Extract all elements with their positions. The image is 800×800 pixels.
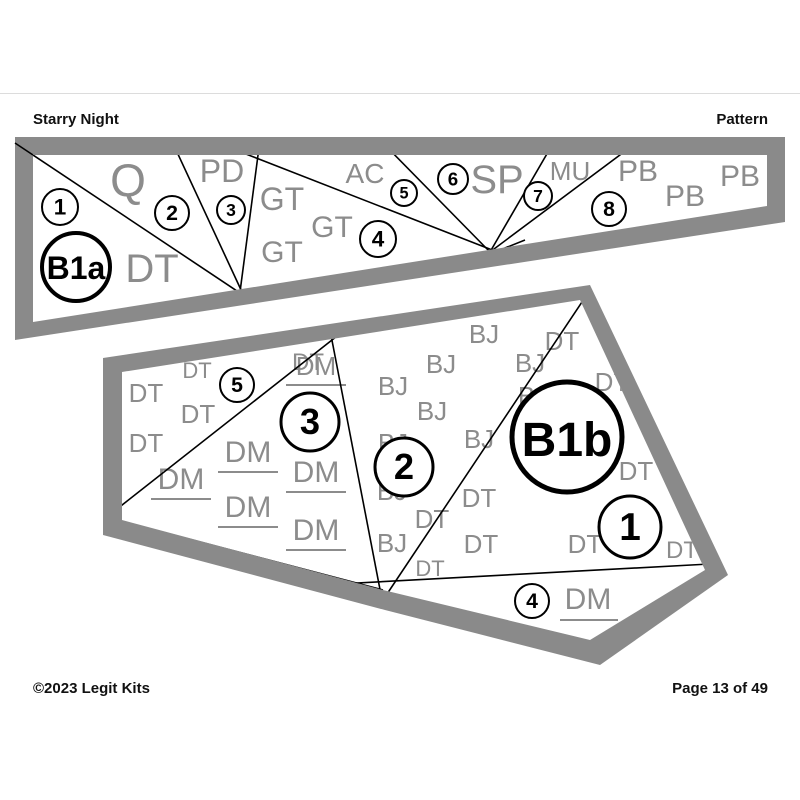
fabric-code: MU xyxy=(550,156,590,186)
fabric-code: BJ xyxy=(464,424,494,454)
page-number: Page 13 of 49 xyxy=(672,680,768,697)
section-b1b: DTDTDTDTDTDMDMDMDMDMDMBJBJBJBJBJBJBJBJBJ… xyxy=(103,285,728,665)
b1a-label: B1a xyxy=(47,250,106,286)
section-label: Pattern xyxy=(716,111,768,128)
fabric-code: SP xyxy=(470,158,523,202)
fabric-code: DM xyxy=(225,436,272,469)
fabric-code: PB xyxy=(665,180,705,213)
piece-number-circle xyxy=(373,436,435,498)
fabric-code: AC xyxy=(346,158,385,189)
piece-number-circle xyxy=(219,367,255,403)
piece-number-circle xyxy=(591,191,627,227)
piece-number: 8 xyxy=(603,197,615,221)
fabric-code: DT xyxy=(129,428,164,458)
b1a-template xyxy=(33,155,767,322)
piece-number: 2 xyxy=(166,201,178,225)
piece-number: 1 xyxy=(619,506,641,549)
piece-number-circle xyxy=(279,391,341,453)
piece-number: 2 xyxy=(394,446,414,487)
fabric-code: DM xyxy=(565,583,612,616)
piece-number: 5 xyxy=(231,373,243,397)
fabric-code: BJ xyxy=(378,371,408,401)
fabric-code: PB xyxy=(618,155,658,188)
fabric-code: DM xyxy=(158,463,205,496)
fabric-code: BJ xyxy=(515,348,545,378)
fabric-code: DM xyxy=(296,351,336,381)
fabric-code: DT xyxy=(181,399,216,429)
piece-number-circle xyxy=(514,583,550,619)
fabric-code: DT xyxy=(462,483,497,513)
piece-number: 5 xyxy=(399,184,408,202)
fabric-code: GT xyxy=(260,181,304,217)
piece-number: 1 xyxy=(54,195,67,220)
piece-number: 3 xyxy=(300,401,320,442)
fabric-code: DM xyxy=(293,514,340,547)
fabric-code: BJ xyxy=(377,528,407,558)
fabric-code: GT xyxy=(311,211,353,244)
fabric-code: PB xyxy=(720,160,760,193)
fabric-code: DM xyxy=(225,491,272,524)
top-rule xyxy=(0,93,800,94)
page-title: Starry Night xyxy=(33,111,119,128)
b1b-label: B1b xyxy=(522,414,613,467)
piece-number: 7 xyxy=(533,186,543,206)
fabric-code: DT xyxy=(568,529,603,559)
fabric-code: Q xyxy=(110,154,146,206)
fabric-code: BJ xyxy=(426,349,456,379)
fabric-code: BJ xyxy=(417,396,447,426)
fabric-code: GT xyxy=(261,236,303,269)
copyright: ©2023 Legit Kits xyxy=(33,680,150,697)
fabric-code: DT xyxy=(619,456,654,486)
piece-number-circle xyxy=(41,188,79,226)
piece-number-circle xyxy=(437,163,469,195)
piece-number-circle xyxy=(523,181,553,211)
piece-number-circle xyxy=(597,494,663,560)
fabric-code: DT xyxy=(292,349,324,376)
piece-number: 3 xyxy=(226,200,236,220)
fabric-code: DT xyxy=(464,529,499,559)
piece-number-circle xyxy=(390,179,418,207)
piece-number: 6 xyxy=(448,168,458,189)
piece-number-circle xyxy=(154,195,190,231)
fabric-code: DT xyxy=(125,247,178,291)
fabric-code: DT xyxy=(415,556,444,581)
piece-number: 4 xyxy=(372,227,385,252)
piece-number-circle xyxy=(359,220,397,258)
fabric-code: DM xyxy=(293,456,340,489)
fabric-code: DT xyxy=(182,358,211,383)
fabric-code: DT xyxy=(129,378,164,408)
piece-number-circle xyxy=(216,195,246,225)
fabric-code: BJ xyxy=(469,319,499,349)
piece-number: 4 xyxy=(526,589,538,613)
fabric-code: PD xyxy=(200,153,244,189)
